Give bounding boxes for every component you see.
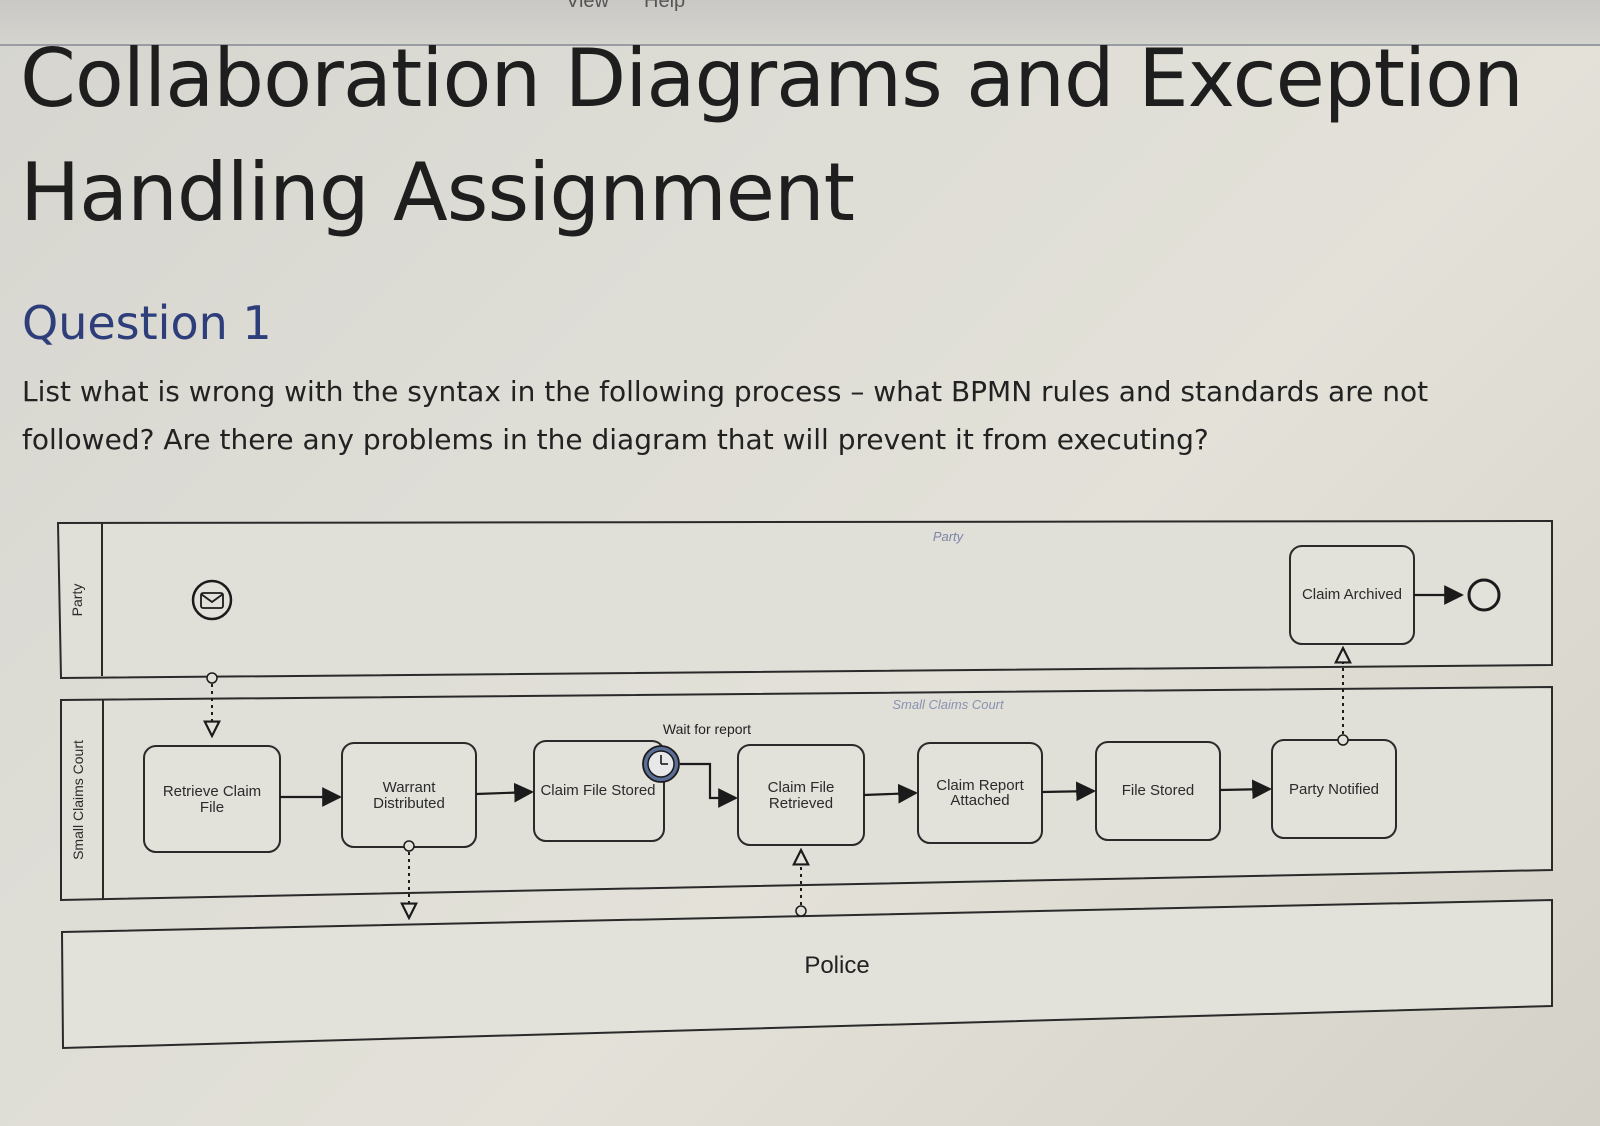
task-retrieve-claim-file[interactable]: Retrieve Claim File bbox=[143, 745, 281, 853]
task-claim-file-retrieved[interactable]: Claim File Retrieved bbox=[737, 744, 865, 846]
message-flow bbox=[1338, 648, 1348, 746]
task-party-notified[interactable]: Party Notified bbox=[1271, 739, 1397, 839]
message-flow bbox=[796, 850, 806, 917]
sequence-flows bbox=[280, 585, 1464, 808]
pool-party[interactable]: Party Party bbox=[56, 519, 1553, 680]
task-label: Retrieved bbox=[769, 795, 833, 812]
message-flow bbox=[404, 840, 414, 918]
end-event-icon[interactable] bbox=[1467, 578, 1501, 612]
pool-label-party: Party bbox=[69, 584, 85, 617]
task-label: File Stored bbox=[1122, 782, 1195, 799]
task-claim-archived[interactable]: Claim Archived bbox=[1289, 545, 1415, 645]
task-label: File bbox=[200, 799, 224, 816]
task-label: Claim Report bbox=[936, 777, 1024, 794]
pool-label-police: Police bbox=[804, 952, 869, 979]
question-heading: Question 1 bbox=[22, 296, 272, 350]
timer-event-icon[interactable] bbox=[642, 745, 680, 783]
watermark-party: Party bbox=[933, 529, 965, 544]
task-label: Claim Archived bbox=[1302, 586, 1402, 603]
task-label: Attached bbox=[950, 792, 1009, 809]
menu-item-help[interactable]: Help bbox=[644, 0, 686, 12]
menu-item-view[interactable]: View bbox=[566, 0, 609, 12]
task-label: Claim File Stored bbox=[540, 782, 655, 799]
task-label: Claim File bbox=[768, 779, 835, 796]
task-claim-report-attached[interactable]: Claim Report Attached bbox=[917, 742, 1043, 844]
task-claim-file-stored[interactable]: Claim File Stored bbox=[533, 740, 665, 842]
task-warrant-distributed[interactable]: Warrant Distributed bbox=[341, 742, 477, 848]
task-file-stored[interactable]: File Stored bbox=[1095, 741, 1221, 841]
menu-bar: View Help bbox=[0, 0, 1600, 46]
question-text: List what is wrong with the syntax in th… bbox=[22, 375, 1429, 456]
timer-event-label: Wait for report bbox=[663, 721, 751, 737]
document-title: Collaboration Diagrams and Exception Han… bbox=[20, 32, 1524, 239]
message-flow bbox=[207, 672, 217, 736]
task-label: Party Notified bbox=[1289, 781, 1379, 798]
task-label: Warrant bbox=[383, 779, 437, 796]
watermark-small-claims-court: Small Claims Court bbox=[892, 697, 1005, 712]
message-start-event-icon[interactable] bbox=[191, 579, 233, 621]
pool-label-small-claims-court: Small Claims Court bbox=[70, 740, 86, 860]
task-label: Retrieve Claim bbox=[163, 783, 261, 800]
pool-police[interactable]: Police bbox=[60, 898, 1553, 1050]
task-label: Distributed bbox=[373, 795, 445, 812]
